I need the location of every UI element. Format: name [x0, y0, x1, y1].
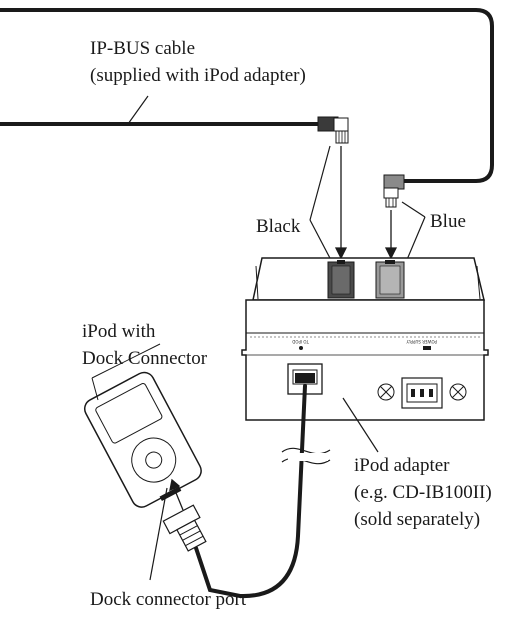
ipbus-cable	[0, 8, 494, 183]
ipbus-cable-note: (supplied with iPod adapter)	[90, 65, 306, 86]
ipod-adapter: TO IPOD POWER SUPPLY	[241, 257, 489, 421]
black-label: Black	[256, 216, 301, 237]
black-socket	[327, 260, 355, 299]
adapter-label-leader	[342, 397, 379, 453]
connection-arrows	[334, 146, 398, 260]
dock-connector-port-label: Dock connector port	[90, 589, 247, 610]
ipbus-label-leader	[127, 95, 149, 125]
adapter-label-line1: iPod adapter	[354, 455, 450, 476]
black-plug	[317, 116, 349, 144]
adapter-label-line3: (sold separately)	[354, 509, 480, 530]
ipod-device	[83, 343, 202, 508]
ipod-label-line2: Dock Connector	[82, 348, 208, 369]
dock-port-label-leader	[149, 487, 168, 581]
adapter-label-line2: (e.g. CD-IB100II)	[354, 482, 492, 503]
dock-insert-arrow	[169, 478, 184, 511]
ipod-label-line1: iPod with	[82, 321, 156, 342]
panel-label-to-ipod: TO IPOD	[292, 339, 310, 344]
panel-label-power-supply: POWER SUPPLY	[406, 339, 437, 344]
ipbus-cable-label: IP-BUS cable	[90, 38, 195, 59]
blue-plug	[383, 174, 405, 208]
label-leaders	[309, 145, 426, 263]
blue-label: Blue	[430, 211, 466, 232]
dock-connector-plug	[162, 504, 207, 552]
dock-cable	[194, 384, 307, 599]
blue-socket	[375, 260, 405, 299]
power-supply-port	[377, 377, 467, 409]
